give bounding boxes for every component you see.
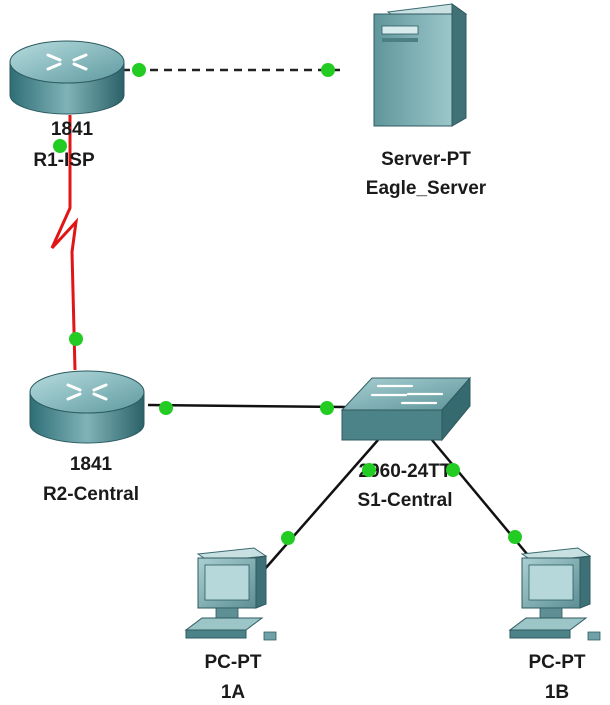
link-up-dot xyxy=(362,463,376,477)
pc-icon xyxy=(184,547,277,641)
link-up-dot xyxy=(132,63,146,77)
switch-icon xyxy=(340,376,472,442)
pc1b-hostname-label: 1B xyxy=(545,682,569,703)
pc-1b[interactable]: PC-PT 1B xyxy=(508,547,601,703)
ethernet-link-s1-pc1a[interactable] xyxy=(263,439,379,571)
link-up-dot xyxy=(320,401,334,415)
s1-model-label: 2960-24TT xyxy=(359,461,452,482)
link-up-dot xyxy=(159,401,173,415)
pc1a-model-label: PC-PT xyxy=(205,652,262,673)
router-icon xyxy=(29,370,145,444)
link-up-dot xyxy=(508,530,522,544)
server-eagle-server[interactable]: Server-PT Eagle_Server xyxy=(366,3,487,199)
link-up-dot xyxy=(69,332,83,346)
r1-hostname-label: R1-ISP xyxy=(33,150,95,171)
pc1a-hostname-label: 1A xyxy=(221,682,246,703)
link-up-dot xyxy=(321,63,335,77)
pc1b-model-label: PC-PT xyxy=(529,652,586,673)
s1-hostname-label: S1-Central xyxy=(357,490,452,511)
server-model-label: Server-PT xyxy=(381,149,471,170)
link-up-dot xyxy=(446,463,460,477)
serial-link-r1-r2[interactable] xyxy=(50,115,79,371)
router-icon xyxy=(9,40,125,115)
link-status-indicators xyxy=(53,63,522,545)
link-up-dot xyxy=(53,139,67,153)
pc-icon xyxy=(508,547,601,641)
server-icon xyxy=(373,3,468,127)
router-r1-isp[interactable]: 1841 R1-ISP xyxy=(9,40,125,171)
r1-model-label: 1841 xyxy=(51,119,94,140)
link-up-dot xyxy=(281,531,295,545)
ethernet-link-r2-s1[interactable] xyxy=(147,403,346,409)
switch-s1-central[interactable]: 2960-24TT S1-Central xyxy=(340,376,472,511)
pc-1a[interactable]: PC-PT 1A xyxy=(184,547,277,703)
server-hostname-label: Eagle_Server xyxy=(366,178,487,199)
router-r2-central[interactable]: 1841 R2-Central xyxy=(29,370,145,505)
r2-hostname-label: R2-Central xyxy=(43,484,139,505)
r2-model-label: 1841 xyxy=(70,454,113,475)
